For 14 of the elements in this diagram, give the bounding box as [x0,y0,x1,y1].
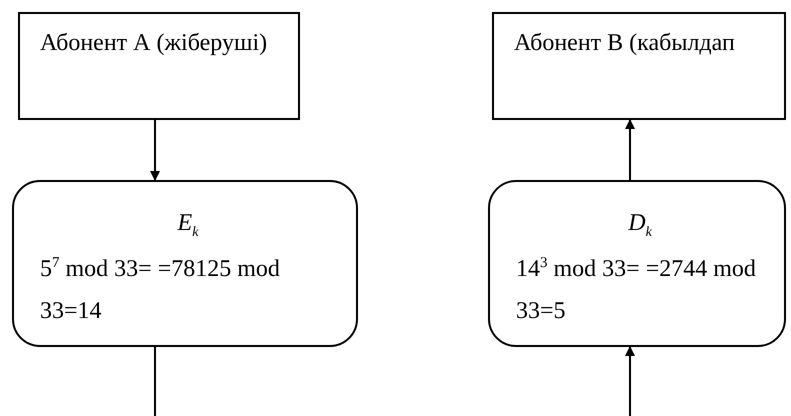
arrow [150,120,160,181]
calculation-text: 5$^{7}$ mod 33= =78125 mod 33=14 [40,254,281,326]
process-box [488,180,786,347]
arrow [625,346,635,416]
calculation-text: 14$^{3}$ mod 33= =2744 mod 33=5 [516,254,757,326]
subscriber-label: Абонент В (кабылдап [514,29,736,58]
function-label: E$_{k}$ [178,209,198,242]
subscriber-box [492,12,786,120]
subscriber-label: Абонент А (жіберуші) [40,29,268,58]
connector-line [154,347,156,416]
process-box [12,180,358,347]
arrow [625,119,635,180]
subscriber-box [18,12,300,120]
function-label: D$_{k}$ [628,209,652,242]
